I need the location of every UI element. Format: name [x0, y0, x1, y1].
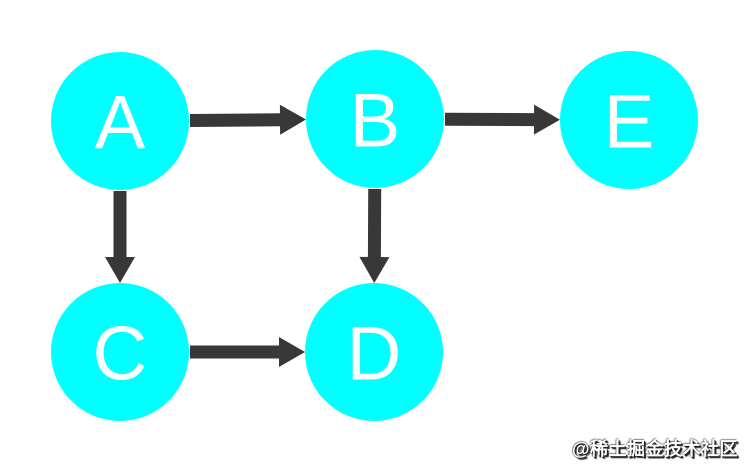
arrowhead-icon: [533, 104, 561, 135]
edge-A-B: [189, 104, 307, 135]
node-label-B: B: [350, 78, 401, 163]
node-circle-E: [560, 51, 698, 189]
edge-B-E: [444, 104, 561, 135]
arrowhead-icon: [279, 104, 307, 135]
edge-A-C: [105, 191, 135, 283]
arrowhead-icon: [105, 257, 135, 283]
node-E: E: [560, 51, 698, 189]
edge-C-D: [190, 337, 305, 367]
node-circle-B: [306, 50, 444, 188]
node-A: A: [51, 52, 189, 190]
node-circle-A: [51, 52, 189, 190]
node-label-D: D: [347, 311, 402, 396]
node-label-A: A: [95, 80, 146, 165]
node-C: C: [51, 283, 189, 421]
watermark-text: @稀土掘金技术社区: [571, 439, 738, 459]
arrowhead-icon: [359, 256, 390, 284]
node-D: D: [305, 283, 443, 421]
node-circle-D: [305, 283, 443, 421]
node-circle-C: [51, 283, 189, 421]
edge-line-A-B: [189, 113, 283, 127]
arrowhead-icon: [279, 337, 305, 367]
edge-B-D: [359, 188, 390, 284]
node-label-C: C: [93, 311, 148, 396]
node-label-E: E: [604, 79, 655, 164]
node-B: B: [306, 50, 444, 188]
